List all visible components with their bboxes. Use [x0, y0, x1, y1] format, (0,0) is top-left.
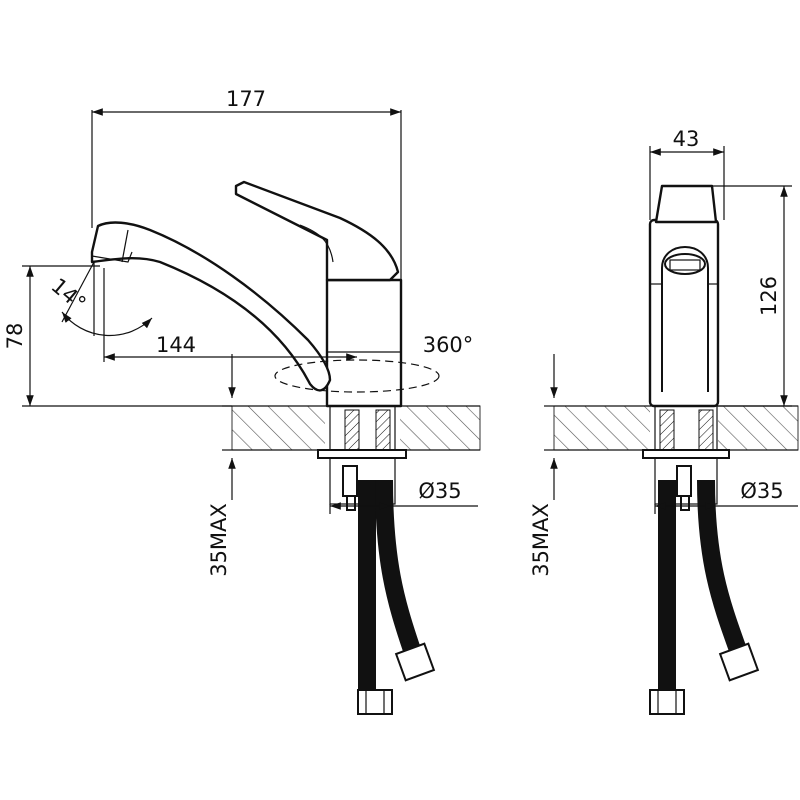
dim-hole-diameter-side: Ø35: [329, 479, 478, 514]
dim-deck-thickness-front: 35MAX: [529, 354, 558, 577]
spout-height-label: 78: [3, 323, 27, 350]
faucet-body-front: [648, 184, 720, 408]
hole-diameter-front-label: Ø35: [740, 479, 783, 503]
dim-hole-diameter-front: Ø35: [654, 479, 798, 514]
dim-overall-length: 177: [91, 87, 402, 280]
overall-length-label: 177: [226, 87, 266, 111]
body-height-label: 126: [757, 276, 781, 316]
swivel-label: 360°: [423, 333, 474, 357]
faucet-body-side: [90, 180, 440, 408]
dim-body-height: 126: [712, 185, 792, 407]
dim-spout-height: 78: [3, 265, 100, 406]
front-view: 43 126 Ø35 35MAX: [529, 127, 799, 715]
dim-spout-angle: 14°: [47, 261, 153, 337]
hoses-front: [649, 479, 760, 715]
side-view: 177 144 78 14° 360° Ø35: [3, 87, 481, 715]
spout-reach-label: 144: [156, 333, 196, 357]
hole-diameter-side-label: Ø35: [418, 479, 461, 503]
dim-body-width: 43: [649, 127, 725, 220]
body-width-label: 43: [673, 127, 700, 151]
dim-deck-thickness-side: 35MAX: [207, 354, 236, 577]
countertop-front: [553, 405, 799, 451]
hoses-side: [357, 479, 436, 715]
deck-thickness-side-label: 35MAX: [207, 503, 231, 577]
deck-thickness-front-label: 35MAX: [529, 503, 553, 577]
countertop-side: [22, 405, 481, 451]
